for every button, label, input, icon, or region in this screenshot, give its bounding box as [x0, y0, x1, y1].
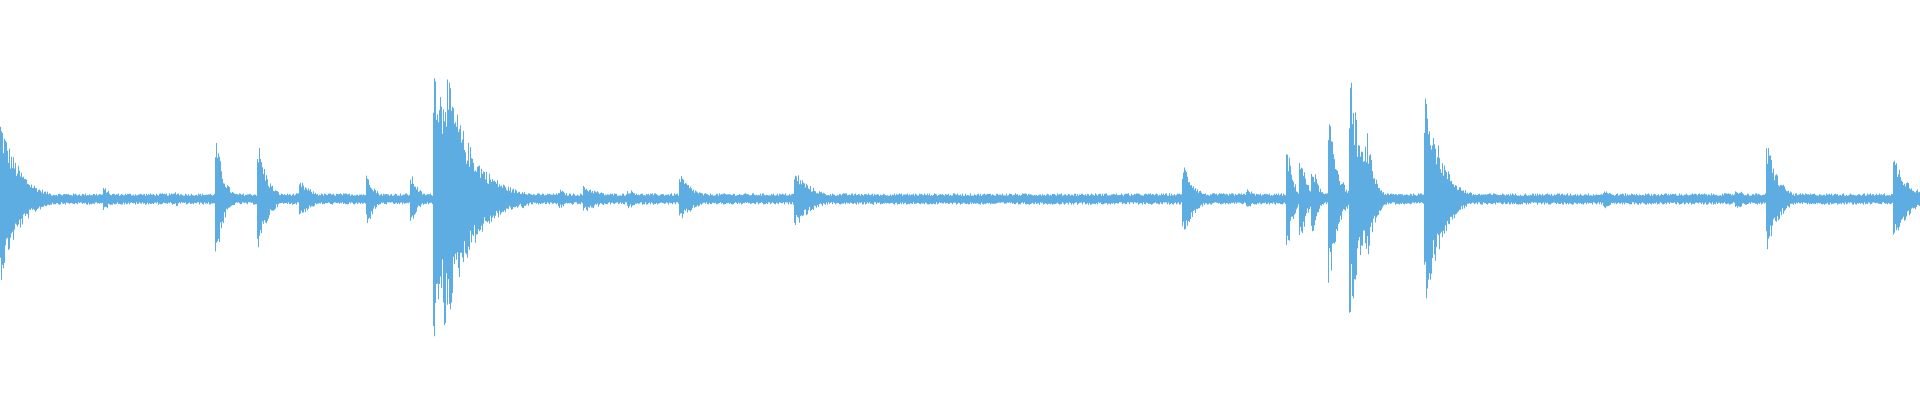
waveform-trace — [0, 78, 1920, 337]
